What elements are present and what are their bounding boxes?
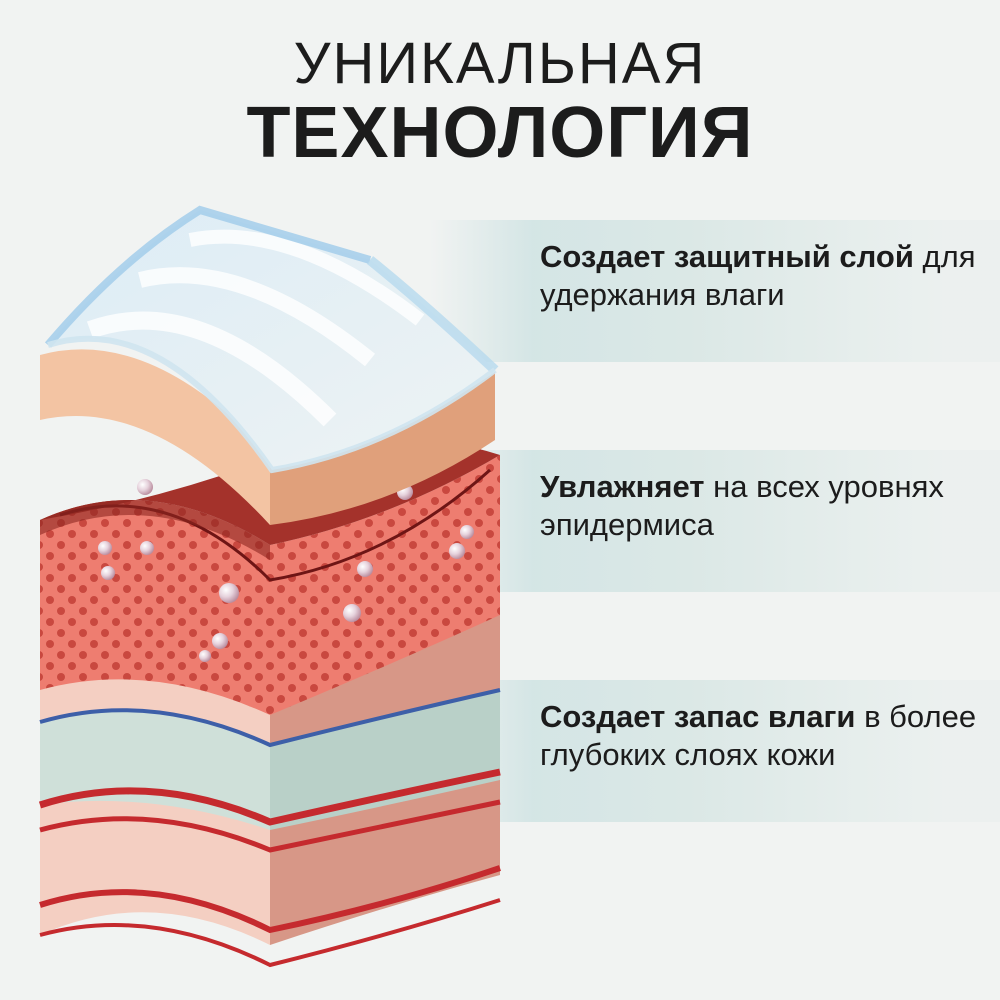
heading-line-2: ТЕХНОЛОГИЯ [246, 93, 754, 173]
moisture-droplets [98, 479, 474, 662]
caption-band-3 [430, 680, 1000, 822]
caption-moisturizes: Увлажняет на всех уровнях эпидермиса [540, 468, 980, 544]
caption-1-rest: для удержания влаги [540, 239, 976, 312]
caption-moisture-reserve: Создает запас влаги в более глубоких сло… [540, 698, 980, 774]
caption-protective-layer: Создает защитный слой для удержания влаг… [540, 238, 980, 314]
protective-layer [40, 205, 499, 525]
caption-2-rest: на всех уровнях эпидермиса [540, 469, 944, 542]
caption-3-rest: в более глубоких слоях кожи [540, 699, 977, 772]
caption-band-1 [430, 220, 1000, 362]
caption-2-bold: Увлажняет [540, 469, 705, 504]
caption-1-bold: Создает защитный слой [540, 239, 914, 274]
deep-skin-layer [38, 591, 501, 968]
caption-3-bold: Создает запас влаги [540, 699, 856, 734]
caption-band-2 [430, 450, 1000, 592]
heading-line-1: УНИКАЛЬНАЯ [293, 31, 707, 96]
